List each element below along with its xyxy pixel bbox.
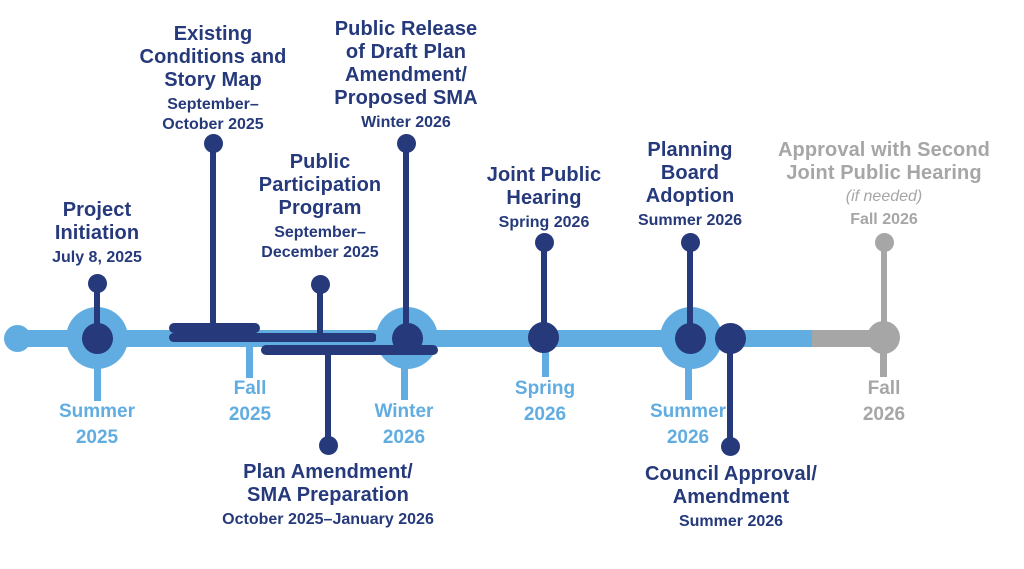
event-title: Plan Amendment/ SMA Preparation (243, 461, 413, 506)
event-title: Public Participation Program (258, 151, 382, 219)
event-joint-public-hearing: Joint Public Hearing Spring 2026 (444, 164, 644, 233)
season-label-summer-2025: Summer 2025 (58, 401, 136, 448)
season-stem-spring-2026 (542, 352, 549, 377)
event-title: Planning Board Adoption (645, 139, 735, 207)
event-date: September– October 2025 (162, 96, 264, 133)
period-bar-public-participation (169, 333, 377, 342)
event-council-approval: Council Approval/ Amendment Summer 2026 (591, 463, 871, 532)
event-date: Winter 2026 (361, 114, 451, 131)
event-plan-amendment: Plan Amendment/ SMA Preparation October … (178, 461, 478, 530)
endpoint-dot-existing-conditions (204, 134, 223, 153)
season-stem-fall-2025 (246, 347, 253, 378)
event-title: Council Approval/ Amendment (644, 463, 818, 508)
season-label-spring-2026: Spring 2026 (514, 378, 576, 425)
event-date: Summer 2026 (637, 212, 743, 229)
connector-approval-second-hearing (881, 242, 887, 337)
season-label-fall-2026: Fall 2026 (862, 378, 906, 425)
endpoint-dot-planning-board-adoption (681, 233, 700, 252)
event-date: Summer 2026 (678, 513, 784, 530)
endpoint-dot-council-approval (721, 437, 740, 456)
event-title: Existing Conditions and Story Map (139, 23, 287, 91)
season-stem-fall-2026 (880, 352, 887, 377)
endpoint-dot-project-initiation (88, 274, 107, 293)
event-public-release: Public Release of Draft Plan Amendment/ … (296, 18, 516, 133)
event-date: July 8, 2025 (52, 249, 142, 266)
connector-project-initiation (94, 284, 100, 330)
endpoint-dot-joint-public-hearing (535, 233, 554, 252)
connector-public-participation (317, 284, 323, 337)
milestone-node-summer-2025 (82, 323, 113, 354)
season-label-fall-2025: Fall 2025 (228, 378, 272, 425)
event-public-participation: Public Participation Program September– … (210, 151, 430, 263)
event-date: Fall 2026 (850, 211, 918, 228)
event-date: Spring 2026 (498, 214, 590, 231)
endpoint-dot-public-release (397, 134, 416, 153)
season-stem-summer-2026 (685, 366, 692, 400)
event-project-initiation: Project Initiation July 8, 2025 (7, 199, 187, 268)
endpoint-dot-plan-amendment (319, 436, 338, 455)
season-label-summer-2026: Summer 2026 (649, 401, 727, 448)
event-date: October 2025–January 2026 (222, 511, 434, 528)
season-label-winter-2026: Winter 2026 (374, 401, 434, 448)
connector-council-approval (727, 345, 733, 446)
connector-planning-board-adoption (687, 242, 693, 338)
milestone-node-summer-2026 (675, 323, 706, 354)
season-stem-winter-2026 (401, 366, 408, 400)
milestone-node-spring-2026 (528, 322, 559, 353)
endpoint-dot-public-participation (311, 275, 330, 294)
connector-existing-conditions (210, 143, 216, 328)
period-bar-plan-amendment (261, 345, 438, 355)
event-planning-board-adoption: Planning Board Adoption Summer 2026 (600, 139, 780, 231)
event-title: Approval with Second Joint Public Hearin… (777, 139, 991, 184)
milestone-node-fall-2026 (867, 321, 900, 354)
period-bar-existing-conditions (169, 323, 260, 333)
event-approval-second-hearing: Approval with Second Joint Public Hearin… (749, 139, 1019, 230)
event-title: Project Initiation (54, 199, 140, 244)
event-title: Public Release of Draft Plan Amendment/ … (334, 18, 478, 109)
event-date: September– December 2025 (261, 224, 379, 261)
connector-plan-amendment (325, 350, 331, 445)
event-note: (if needed) (845, 188, 923, 205)
milestone-node-council-approval (715, 323, 746, 354)
connector-public-release (403, 143, 409, 338)
event-title: Joint Public Hearing (486, 164, 602, 209)
season-stem-summer-2025 (94, 366, 101, 401)
connector-joint-public-hearing (541, 242, 547, 337)
milestone-node-winter-2026 (392, 323, 423, 354)
endpoint-dot-approval-second-hearing (875, 233, 894, 252)
event-existing-conditions: Existing Conditions and Story Map Septem… (103, 23, 323, 135)
